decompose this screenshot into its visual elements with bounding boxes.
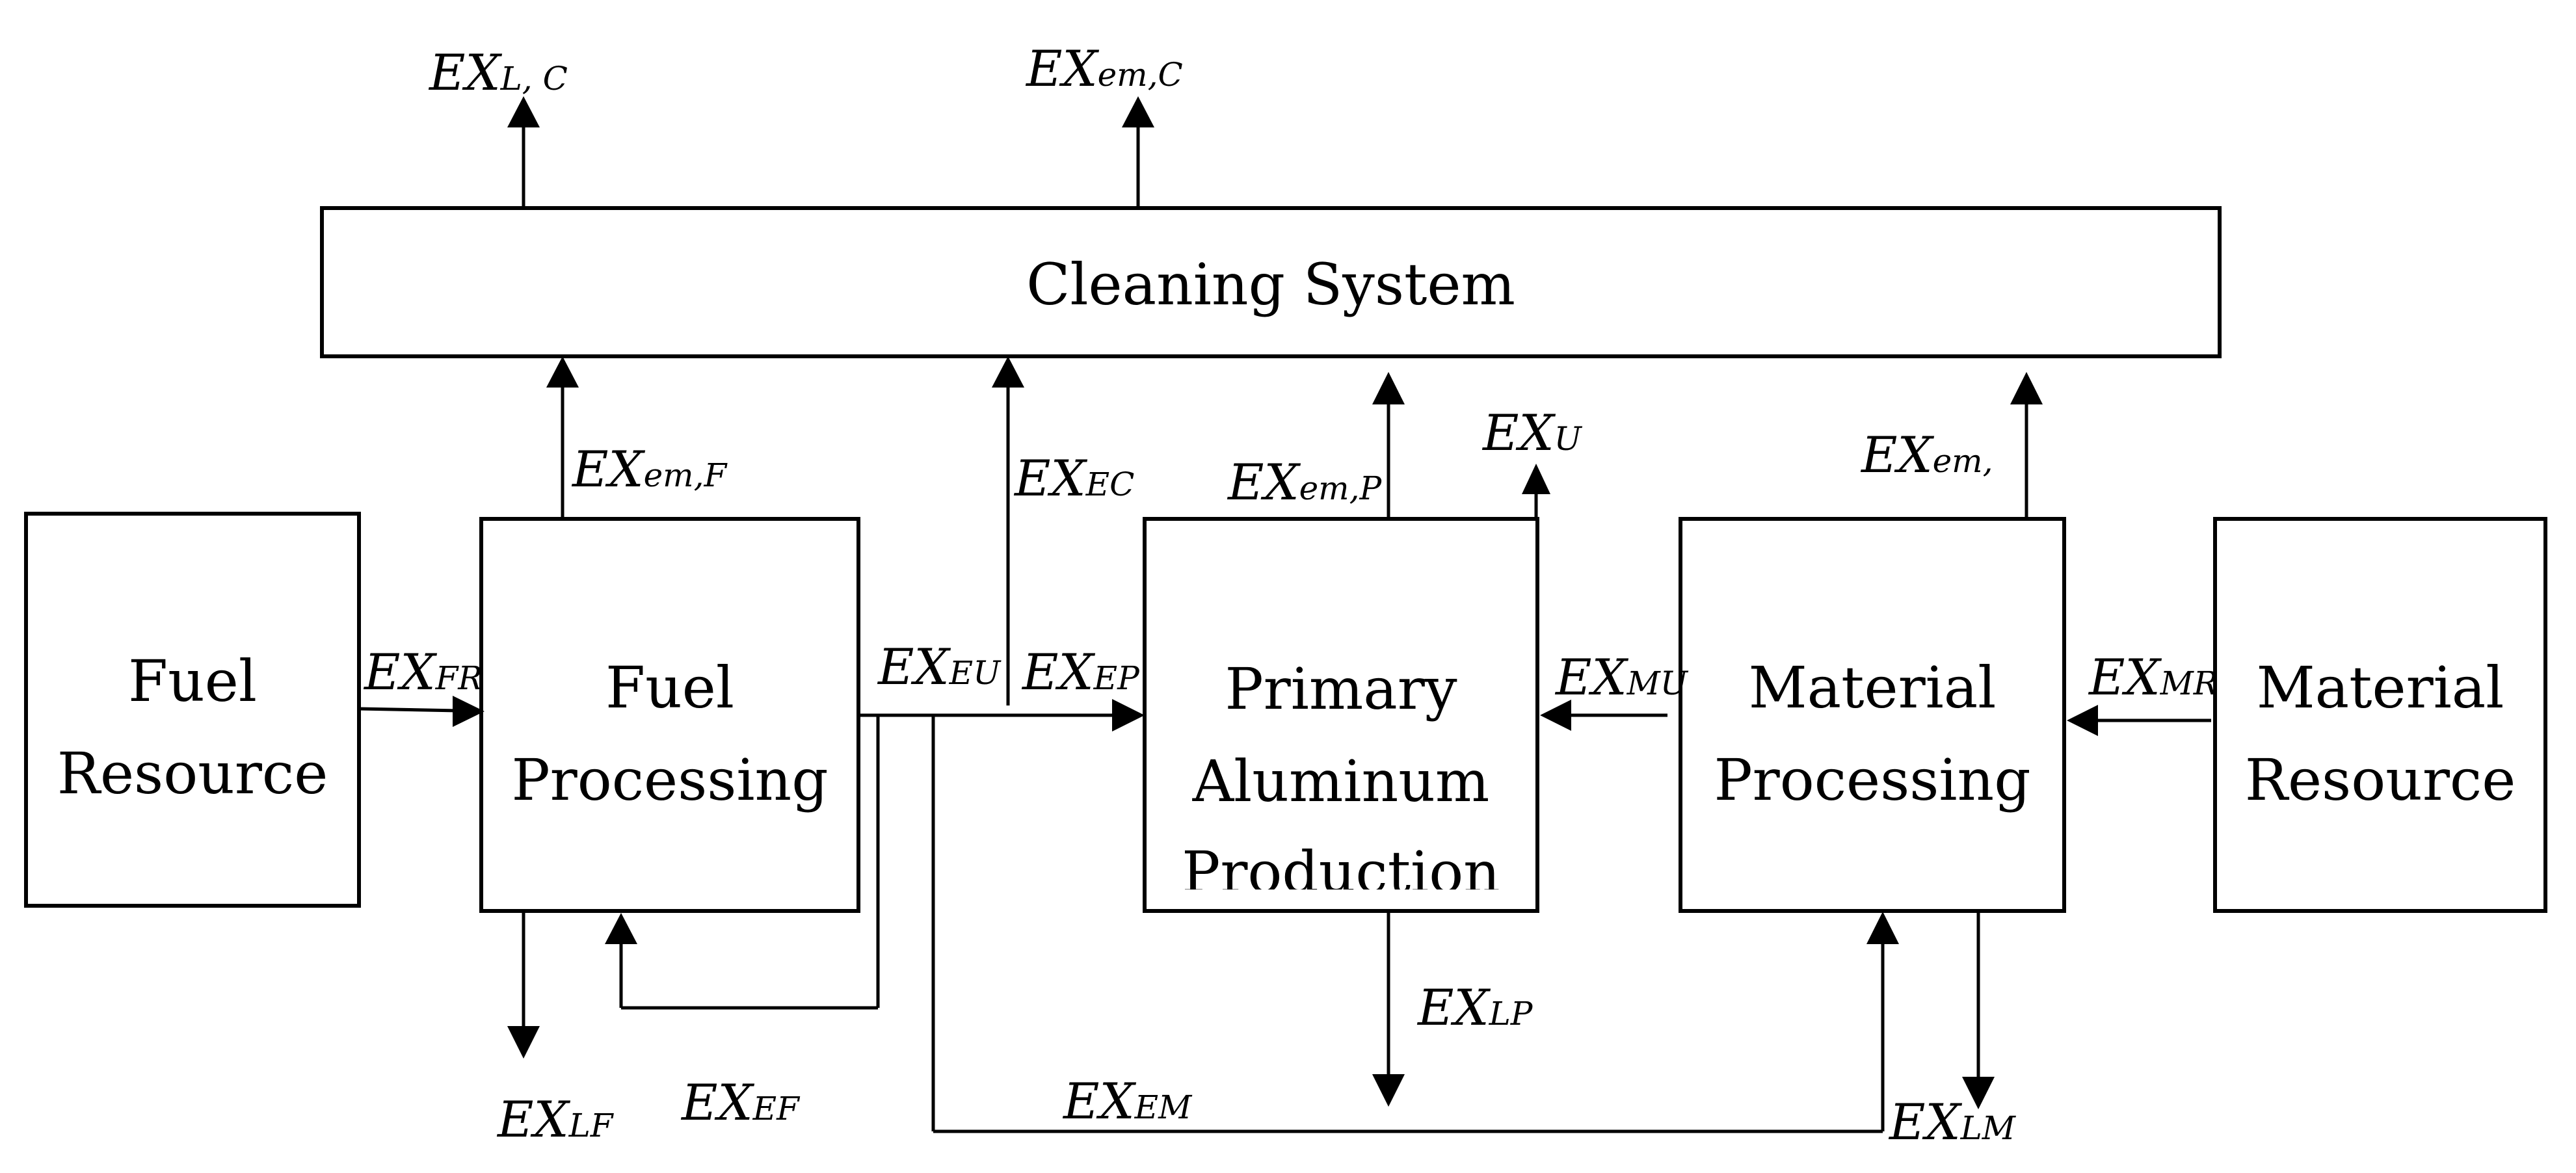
arrow-ex-lp	[1372, 911, 1405, 1107]
fuel-processing-label-line1: Fuel	[605, 654, 734, 721]
arrow-ex-em-p	[1372, 372, 1405, 519]
fuel-resource-box: Fuel Resource	[24, 512, 361, 908]
fuel-processing-box: Fuel Processing	[479, 517, 860, 913]
primary-aluminum-production-box: Primary Aluminum Production	[1143, 517, 1539, 913]
label-ex-ec: EXEC	[1013, 449, 1134, 507]
label-ex-lf: EXLF	[496, 1090, 615, 1148]
arrow-ex-l-c	[507, 96, 540, 208]
label-ex-em-f: EXem,F	[571, 440, 728, 498]
arrow-ex-ef-loop	[605, 715, 880, 1010]
arrow-ex-em-c	[1122, 96, 1154, 208]
fuel-processing-label-line2: Processing	[511, 746, 828, 813]
primary-aluminum-label-line2: Aluminum	[1192, 748, 1490, 815]
label-ex-lp: EXLP	[1416, 979, 1534, 1036]
material-resource-box: Material Resource	[2213, 517, 2547, 913]
arrow-ex-ec	[992, 356, 1024, 705]
label-ex-mr: EXMR	[2088, 648, 2218, 706]
arrow-ex-em-loop	[931, 715, 1899, 1133]
material-processing-box: Material Processing	[1679, 517, 2066, 913]
material-processing-label-line1: Material	[1749, 654, 1997, 721]
arrow-ex-em-f	[546, 356, 579, 519]
arrow-ex-ep	[858, 699, 1145, 731]
label-ex-em-m: EXem,	[1860, 426, 1993, 484]
arrow-ex-mr	[2067, 705, 2211, 736]
label-ex-fr: EXFR	[363, 643, 483, 701]
label-ex-l-c: EXL, C	[428, 44, 568, 101]
primary-aluminum-label-line1: Primary	[1225, 655, 1457, 722]
arrow-ex-u	[1522, 464, 1550, 519]
arrow-ex-mu	[1540, 700, 1667, 731]
arrow-ex-fr	[358, 696, 485, 727]
cleaning-system-label: Cleaning System	[1026, 251, 1515, 318]
fuel-resource-label-line1: Fuel	[128, 648, 257, 715]
arrow-ex-lm	[1962, 911, 1995, 1109]
label-ex-em-c: EXem,C	[1025, 40, 1183, 98]
material-resource-label-line2: Resource	[2245, 746, 2516, 813]
label-ex-em: EXEM	[1062, 1072, 1193, 1130]
material-resource-label-line1: Material	[2257, 654, 2504, 721]
label-ex-lm: EXLM	[1888, 1093, 2017, 1151]
label-ex-em-p: EXem,P	[1227, 453, 1382, 511]
label-ex-ep: EXEP	[1021, 643, 1140, 701]
arrow-ex-em-m	[2010, 372, 2043, 519]
label-ex-eu: EXEU	[877, 638, 1002, 696]
label-ex-mu: EXMU	[1554, 648, 1689, 706]
material-processing-label-line2: Processing	[1714, 746, 2030, 813]
label-ex-ef: EXEF	[680, 1074, 801, 1131]
fuel-resource-label-line2: Resource	[57, 740, 328, 807]
label-ex-u: EXU	[1481, 404, 1583, 462]
arrow-ex-lf	[507, 911, 540, 1059]
cleaning-system-box: Cleaning System	[320, 206, 2222, 358]
